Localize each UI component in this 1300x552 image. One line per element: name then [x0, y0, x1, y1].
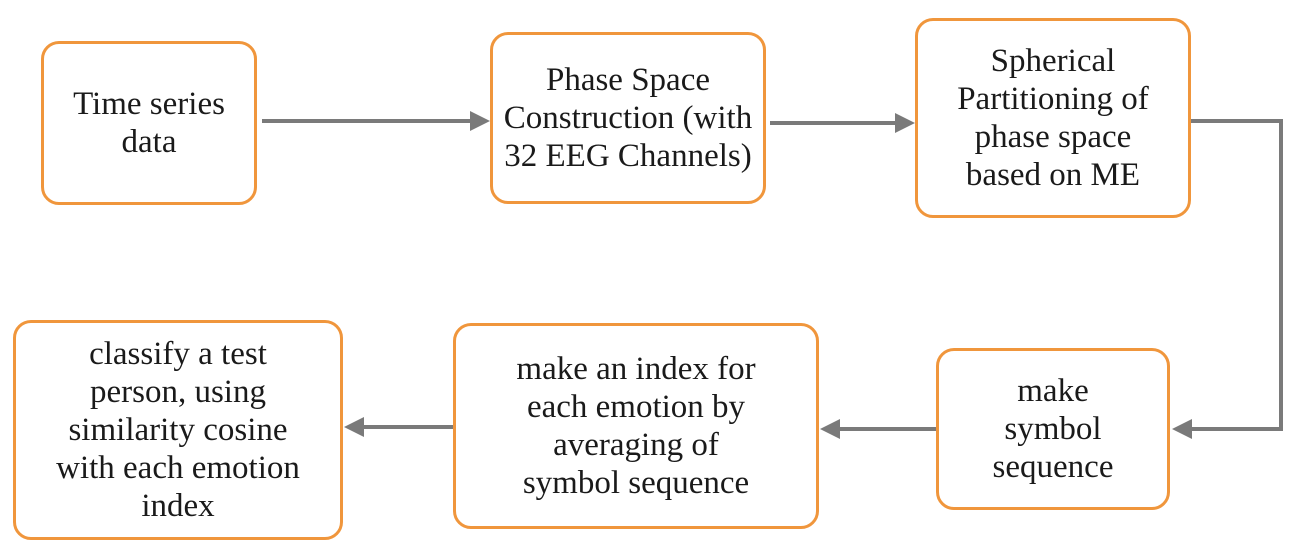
arrow-emotionindex-to-classify	[344, 417, 453, 437]
arrow-symbol-to-emotionindex	[820, 419, 936, 439]
node-phase-space-construction: Phase Space Construction (with 32 EEG Ch…	[490, 32, 766, 204]
node-classify-test-person: classify a test person, using similarity…	[13, 320, 343, 540]
node-make-emotion-index: make an index for each emotion by averag…	[453, 323, 819, 529]
arrow-timeseries-to-phasespace	[262, 111, 490, 131]
node-make-symbol-sequence: make symbol sequence	[936, 348, 1170, 510]
arrow-phasespace-to-spherical	[770, 113, 915, 133]
node-time-series-data: Time series data	[41, 41, 257, 205]
node-spherical-partitioning: Spherical Partitioning of phase space ba…	[915, 18, 1191, 218]
